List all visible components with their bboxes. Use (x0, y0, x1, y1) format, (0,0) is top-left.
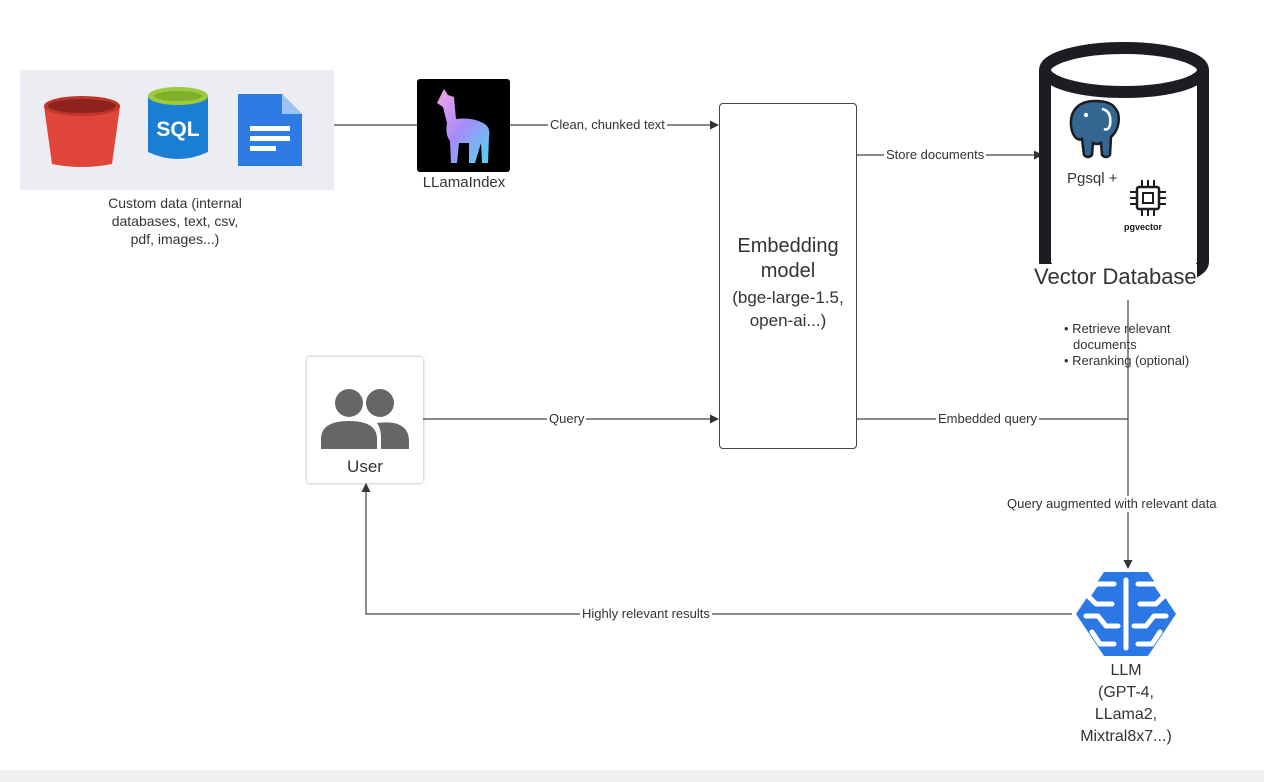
edge-highly-relevant-results (361, 483, 1072, 615)
embedding-title: Embedding model (720, 234, 856, 284)
embedding-model-box: Embedding model (bge-large-1.5, open-ai.… (719, 103, 857, 449)
llm-line: (GPT-4, (1097, 684, 1154, 701)
sql-database-icon: SQL (148, 87, 208, 159)
embedding-line: Embedding (737, 235, 839, 257)
bucket-icon (44, 96, 120, 167)
user-card: User (307, 357, 423, 483)
pgsql-label: Pgsql + (1067, 170, 1118, 187)
llamaindex-logo (417, 79, 510, 172)
pgvector-label: pgvector (1124, 222, 1163, 232)
label-highly-relevant-results: Highly relevant results (580, 606, 712, 622)
vector-database-label: Vector Database (1034, 264, 1197, 290)
retrieval-step: • Retrieve relevant (1064, 321, 1171, 336)
llamaindex-label: LLamaIndex (422, 174, 506, 191)
custom-data-panel: SQL (20, 70, 334, 190)
label-query-augmented: Query augmented with relevant data (1005, 496, 1219, 512)
label-store-documents: Store documents (884, 147, 987, 163)
label-query: Query (547, 411, 587, 427)
postgresql-elephant-icon (1069, 99, 1120, 159)
embedding-line: model (760, 260, 816, 282)
retrieval-step: documents (1073, 337, 1137, 352)
user-label: User (347, 457, 383, 476)
llm-brain-icon (1076, 572, 1176, 656)
caption-line: Custom data (internal (108, 195, 242, 211)
llm-line: Mixtral8x7...) (1080, 728, 1172, 745)
sql-text: SQL (156, 118, 199, 141)
llama-icon (437, 89, 490, 163)
embedding-line: open-ai...) (749, 311, 827, 330)
users-icon (321, 389, 409, 449)
llm-line: LLama2, (1094, 706, 1158, 723)
chip-icon (1130, 180, 1166, 216)
caption-line: databases, text, csv, (111, 213, 239, 229)
database-cylinder-icon (1039, 42, 1209, 290)
custom-data-caption: Custom data (internal databases, text, c… (65, 194, 285, 248)
label-clean-chunked-text: Clean, chunked text (548, 117, 667, 133)
caption-line: pdf, images...) (130, 231, 220, 247)
document-icon (238, 94, 302, 166)
embedding-models: (bge-large-1.5, open-ai...) (720, 286, 856, 332)
retrieval-steps: • Retrieve relevant documents • Rerankin… (1064, 321, 1189, 369)
embedding-line: (bge-large-1.5, (732, 288, 844, 307)
bottom-bar (0, 770, 1264, 782)
retrieval-step: • Reranking (optional) (1064, 353, 1190, 368)
llm-label: LLM (GPT-4, LLama2, Mixtral8x7...) (1048, 660, 1204, 748)
llm-line: LLM (1110, 662, 1142, 679)
label-embedded-query: Embedded query (936, 411, 1040, 427)
